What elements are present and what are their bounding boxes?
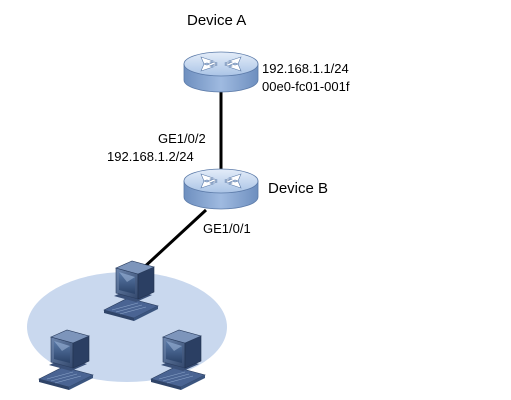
device-b-label: Device B [268, 180, 329, 197]
device-a-mac-label: 00e0-fc01-001f [262, 79, 350, 94]
device-b-switch-icon[interactable] [183, 168, 259, 210]
device-a-switch-icon[interactable] [183, 51, 259, 93]
device-b-uplink-ip-label: 192.168.1.2/24 [107, 149, 194, 164]
device-a-ip-label: 192.168.1.1/24 [262, 61, 349, 76]
device-b-downlink-port-label: GE1/0/1 [203, 221, 251, 236]
link-b-lan [138, 208, 208, 273]
device-a-label: Device A [187, 12, 247, 29]
device-b-uplink-port-label: GE1/0/2 [158, 131, 206, 146]
